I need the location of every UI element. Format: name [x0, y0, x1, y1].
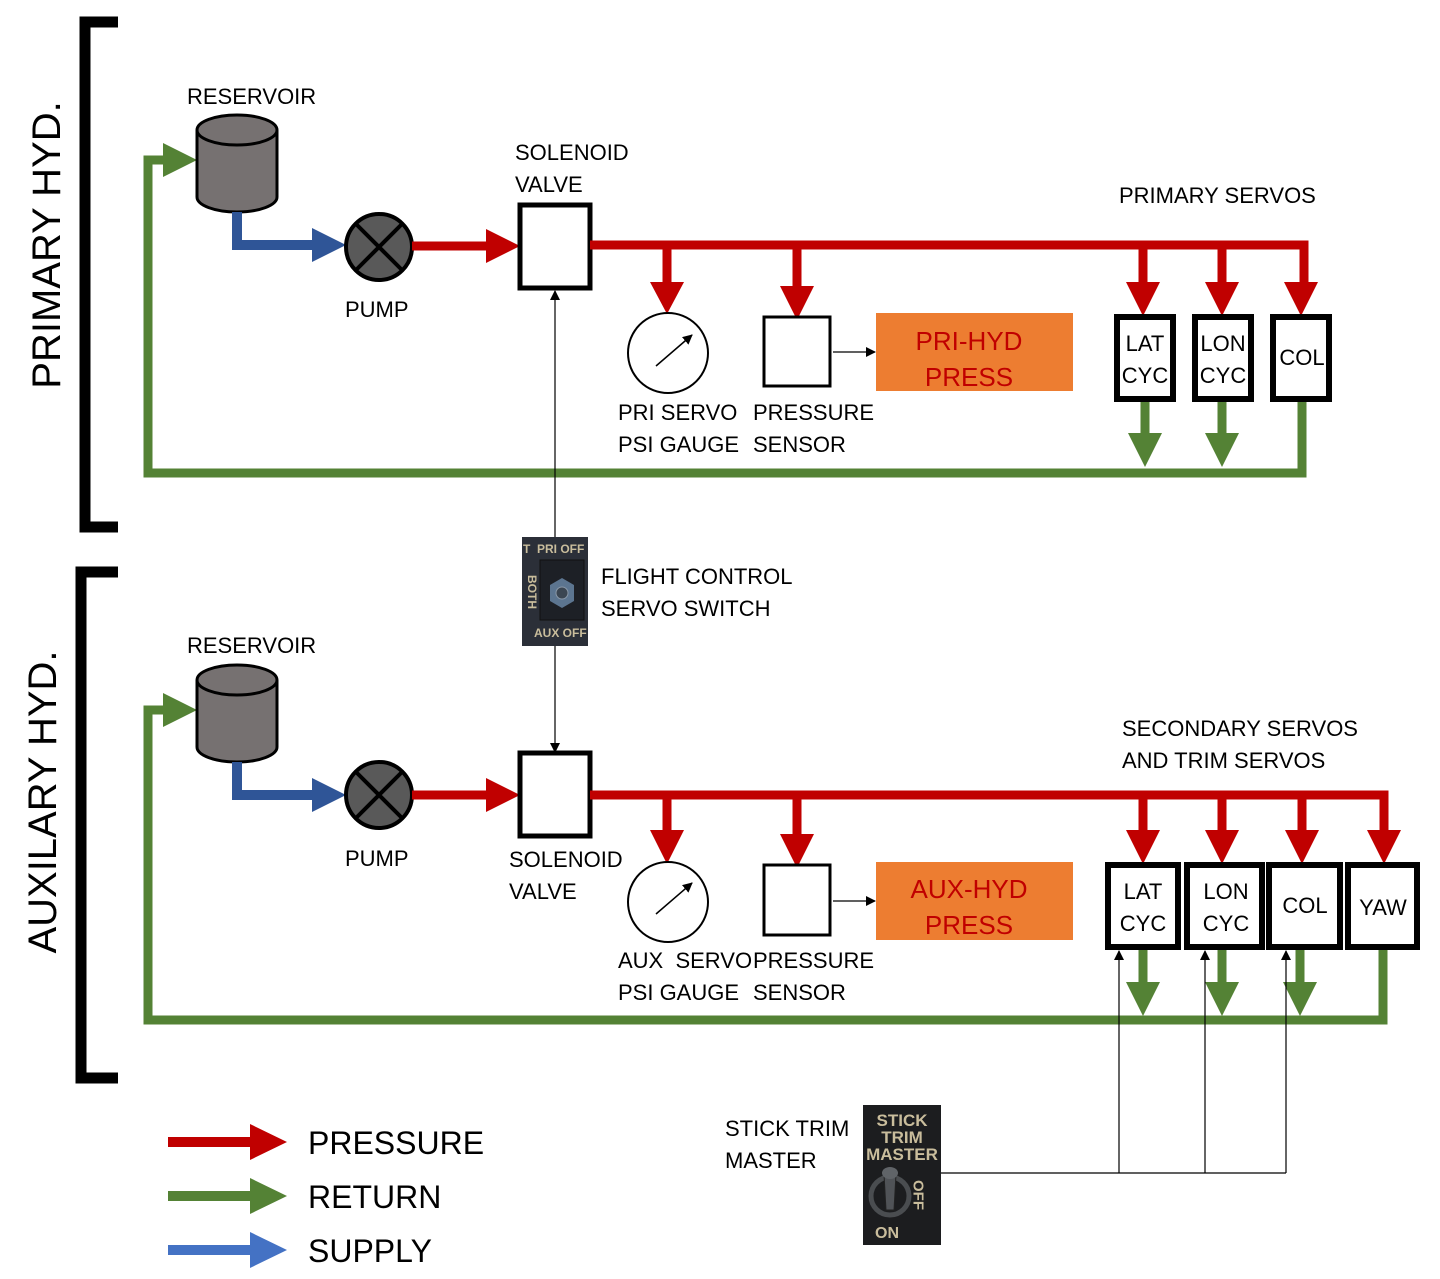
aux-servo-yaw: YAW [1345, 862, 1420, 950]
auxiliary-bracket [75, 566, 118, 1084]
primary-section-title: PRIMARY HYD. [25, 101, 69, 388]
aux-pump [344, 760, 414, 830]
aux-sensor-label-1: PRESSURE [753, 948, 874, 973]
pri-hyd-press-warning-light [876, 313, 1073, 391]
svg-text:LAT: LAT [1124, 879, 1163, 904]
return-arrowheads [163, 693, 1317, 1016]
aux-gauge-label-1: AUX SERVO [618, 948, 752, 973]
svg-text:CYC: CYC [1120, 911, 1167, 936]
pressure-drop-arrowheads [650, 830, 1401, 868]
aux-gauge-label-2: PSI GAUGE [618, 980, 739, 1005]
pressure-arrowhead [486, 229, 520, 263]
svg-text:CYC: CYC [1203, 911, 1250, 936]
primary-pressure-sensor [762, 315, 832, 388]
aux-reservoir-label: RESERVOIR [187, 633, 316, 658]
primary-main-pressure-line [590, 240, 1309, 290]
legend-pressure: PRESSURE [168, 1124, 484, 1161]
primary-sensor-label-1: PRESSURE [753, 400, 874, 425]
primary-sensor-label-2: SENSOR [753, 432, 846, 457]
aux-servo-col: COL [1266, 862, 1343, 950]
legend-return: RETURN [168, 1178, 441, 1215]
pressure-drop-arrowheads [650, 282, 1318, 320]
aux-solenoid-label-2: VALVE [509, 879, 577, 904]
servo-switch-label-1: FLIGHT CONTROL [601, 564, 793, 589]
svg-text:CYC: CYC [1200, 363, 1247, 388]
aux-supply-line [232, 762, 315, 800]
aux-pressure-sensor [762, 863, 832, 937]
aux-solenoid-valve [517, 750, 593, 839]
aux-pump-label: PUMP [345, 846, 409, 871]
primary-solenoid-valve [517, 202, 593, 291]
svg-text:PRI OFF: PRI OFF [537, 542, 584, 556]
svg-text:COL: COL [1282, 893, 1327, 918]
aux-servos-title-2: AND TRIM SERVOS [1122, 748, 1325, 773]
primary-solenoid-label-1: SOLENOID [515, 140, 629, 165]
svg-text:T: T [523, 542, 531, 556]
primary-supply-line [232, 212, 315, 250]
svg-text:MASTER: MASTER [866, 1145, 938, 1164]
svg-text:LAT: LAT [1126, 331, 1165, 356]
primary-servo-col: COL [1270, 314, 1332, 402]
svg-text:RETURN: RETURN [308, 1179, 441, 1215]
aux-psi-gauge [627, 861, 709, 943]
primary-section: PRIMARY HYD. RESERVOIR PUMP SOLENOID VAL… [25, 16, 1332, 533]
primary-reservoir [195, 113, 279, 214]
aux-hyd-press-warning-light [876, 862, 1073, 940]
svg-text:LON: LON [1203, 879, 1248, 904]
aux-solenoid-label-1: SOLENOID [509, 847, 623, 872]
pressure-arrowhead [486, 778, 520, 812]
svg-text:ON: ON [875, 1225, 899, 1242]
primary-bracket [79, 16, 118, 533]
primary-servos-title: PRIMARY SERVOS [1119, 183, 1316, 208]
aux-servo-lon-cyc: LON CYC [1184, 862, 1265, 950]
aux-hyd-press-text-1: AUX-HYD [910, 874, 1027, 904]
primary-gauge-label-1: PRI SERVO [618, 400, 737, 425]
servo-switch-label-2: SERVO SWITCH [601, 596, 771, 621]
legend-supply: SUPPLY [168, 1232, 432, 1269]
svg-text:YAW: YAW [1359, 895, 1407, 920]
primary-solenoid-label-2: VALVE [515, 172, 583, 197]
aux-sensor-label-2: SENSOR [753, 980, 846, 1005]
svg-text:BOTH: BOTH [525, 575, 539, 609]
svg-text:PRESSURE: PRESSURE [308, 1125, 484, 1161]
aux-servo-lat-cyc: LAT CYC [1105, 862, 1181, 950]
primary-reservoir-label: RESERVOIR [187, 84, 316, 109]
aux-main-pressure-line [590, 790, 1389, 838]
stick-trim-label-2: MASTER [725, 1148, 817, 1173]
pri-hyd-press-text-1: PRI-HYD [916, 326, 1023, 356]
supply-arrowhead [312, 778, 346, 812]
aux-return-line [143, 705, 1388, 1025]
primary-psi-gauge [627, 312, 709, 394]
stick-trim-label-1: STICK TRIM [725, 1116, 849, 1141]
svg-text:COL: COL [1279, 345, 1324, 370]
stick-trim-master-switch[interactable]: STICK TRIM MASTER OFF ON [863, 1105, 941, 1245]
legend: PRESSURE RETURN SUPPLY [168, 1124, 484, 1269]
primary-servo-lon-cyc: LON CYC [1192, 314, 1254, 402]
svg-text:LON: LON [1200, 331, 1245, 356]
primary-pump [344, 212, 414, 282]
return-arrowheads [163, 143, 1239, 467]
primary-return-line [143, 155, 1307, 478]
aux-reservoir [195, 663, 279, 764]
primary-gauge-label-2: PSI GAUGE [618, 432, 739, 457]
svg-text:AUX OFF: AUX OFF [534, 626, 587, 640]
svg-text:SUPPLY: SUPPLY [308, 1233, 432, 1269]
auxiliary-section-title: AUXILARY HYD. [21, 650, 65, 953]
auxiliary-section: AUXILARY HYD. RESERVOIR PUMP SOLENOID VA… [21, 566, 1420, 1084]
aux-hyd-press-text-2: PRESS [925, 910, 1013, 940]
primary-servo-lat-cyc: LAT CYC [1114, 314, 1176, 402]
svg-text:TRIM: TRIM [881, 1128, 923, 1147]
svg-text:STICK: STICK [877, 1111, 929, 1130]
primary-pump-label: PUMP [345, 297, 409, 322]
stick-trim-signal-lines [940, 950, 1291, 1174]
flight-control-servo-switch[interactable]: PRI OFF T AUX OFF BOTH [522, 537, 588, 646]
supply-arrowhead [312, 228, 346, 262]
aux-servos-title-1: SECONDARY SERVOS [1122, 716, 1358, 741]
pri-hyd-press-text-2: PRESS [925, 362, 1013, 392]
svg-text:OFF: OFF [910, 1180, 927, 1210]
svg-text:CYC: CYC [1122, 363, 1169, 388]
